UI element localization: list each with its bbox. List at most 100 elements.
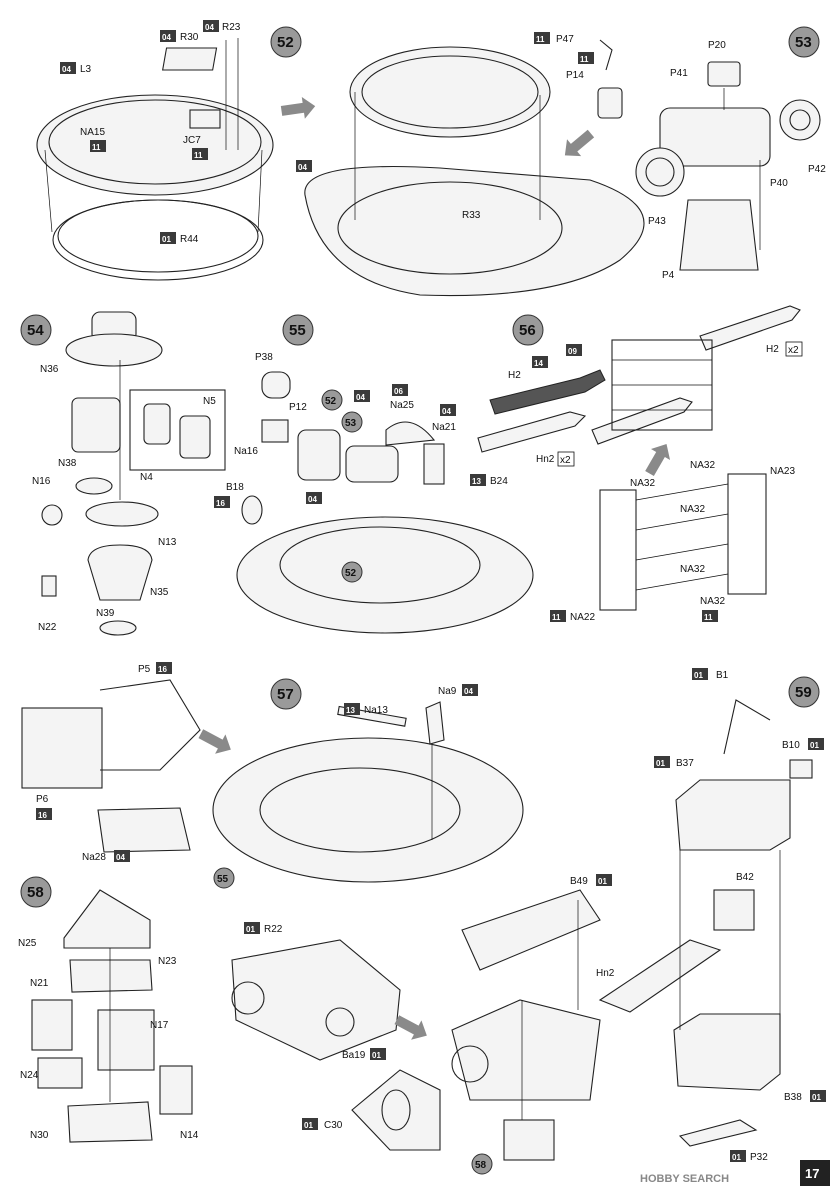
subassy-ref-52b: 52 <box>341 561 363 583</box>
step-57-badge: 57 <box>270 678 302 710</box>
svg-text:B37: B37 <box>676 758 694 769</box>
svg-text:R22: R22 <box>264 924 283 935</box>
svg-text:B24: B24 <box>490 476 508 487</box>
step-52-badge: 52 <box>270 26 302 58</box>
flow-arrow-52 <box>280 95 317 122</box>
svg-text:04: 04 <box>62 65 71 74</box>
step-59-badge: 59 <box>788 676 820 708</box>
callout-JC7: JC7 11 <box>183 135 208 160</box>
svg-text:Na9: Na9 <box>438 686 457 697</box>
subassy-ref-53: 53 <box>341 411 363 433</box>
callout-NA15: NA15 11 <box>80 127 106 152</box>
svg-text:P5: P5 <box>138 664 151 675</box>
svg-text:JC7: JC7 <box>183 135 201 146</box>
svg-text:11: 11 <box>194 151 203 160</box>
label-N22: N22 <box>38 622 57 633</box>
svg-text:B18: B18 <box>226 482 244 493</box>
turret-floor-final <box>212 737 524 883</box>
step-58-badge: 58 <box>20 876 52 908</box>
svg-text:B49: B49 <box>570 876 588 887</box>
svg-text:04: 04 <box>205 23 214 32</box>
label-N17: N17 <box>150 1020 169 1031</box>
label-P42: P42 <box>808 164 826 175</box>
svg-text:04: 04 <box>298 163 307 172</box>
svg-text:B10: B10 <box>782 740 800 751</box>
label-N5: N5 <box>203 396 216 407</box>
svg-text:Na25: Na25 <box>390 400 414 411</box>
svg-text:04: 04 <box>464 687 473 696</box>
svg-text:04: 04 <box>442 407 451 416</box>
svg-text:11: 11 <box>92 143 101 152</box>
label-N36: N36 <box>40 364 59 375</box>
svg-text:P47: P47 <box>556 34 574 45</box>
svg-text:16: 16 <box>216 499 225 508</box>
svg-text:52: 52 <box>325 396 337 407</box>
label-R33: R33 <box>462 210 481 221</box>
svg-text:53: 53 <box>795 34 812 51</box>
svg-text:11: 11 <box>536 35 545 44</box>
label-N4: N4 <box>140 472 153 483</box>
svg-text:01: 01 <box>304 1121 313 1130</box>
label-N35: N35 <box>150 587 169 598</box>
label-N39: N39 <box>96 608 115 619</box>
svg-text:52: 52 <box>277 34 294 51</box>
svg-text:H2: H2 <box>508 370 521 381</box>
label-NA32-c: NA32 <box>680 504 705 515</box>
subassy-ref-55: 55 <box>213 867 235 889</box>
svg-text:11: 11 <box>580 55 589 64</box>
label-N23: N23 <box>158 956 177 967</box>
turret-ring-upper <box>36 94 274 196</box>
svg-text:55: 55 <box>289 322 306 339</box>
svg-text:B1: B1 <box>716 670 729 681</box>
step-54: 54 N36 N5 N4 N38 N16 N13 N35 N22 N39 <box>20 311 226 636</box>
svg-text:04: 04 <box>356 393 365 402</box>
label-N25: N25 <box>18 938 37 949</box>
label-Hn2-59: Hn2 <box>596 968 615 979</box>
step-53-badge: 53 <box>788 26 820 58</box>
subassy-ref-52a: 52 <box>321 389 343 411</box>
svg-text:04: 04 <box>308 495 317 504</box>
svg-text:52: 52 <box>345 568 357 579</box>
svg-text:56: 56 <box>519 322 536 339</box>
svg-text:13: 13 <box>472 477 481 486</box>
label-N38: N38 <box>58 458 77 469</box>
svg-text:H2: H2 <box>766 344 779 355</box>
callout-04-a: 04 <box>354 390 370 402</box>
svg-text:x2: x2 <box>560 455 571 466</box>
svg-text:L3: L3 <box>80 64 92 75</box>
svg-text:01: 01 <box>732 1153 741 1162</box>
page-number: 17 <box>805 1166 819 1181</box>
svg-text:01: 01 <box>810 741 819 750</box>
callout-P47: 11 P47 <box>534 32 574 45</box>
svg-text:NA22: NA22 <box>570 612 595 623</box>
step-54-badge: 54 <box>20 314 52 346</box>
svg-text:NA15: NA15 <box>80 127 105 138</box>
svg-text:16: 16 <box>158 665 167 674</box>
svg-text:Na21: Na21 <box>432 422 456 433</box>
tag-11-na32: 11 <box>704 613 713 622</box>
label-NA23: NA23 <box>770 466 795 477</box>
svg-text:Na28: Na28 <box>82 852 106 863</box>
label-N30: N30 <box>30 1130 49 1141</box>
turret-floor-assembly <box>236 516 534 634</box>
svg-text:58: 58 <box>475 1160 487 1171</box>
svg-text:x2: x2 <box>788 345 799 356</box>
svg-text:P6: P6 <box>36 794 49 805</box>
svg-text:01: 01 <box>812 1093 821 1102</box>
label-N16: N16 <box>32 476 51 487</box>
callout-P5: P5 16 <box>138 662 172 675</box>
